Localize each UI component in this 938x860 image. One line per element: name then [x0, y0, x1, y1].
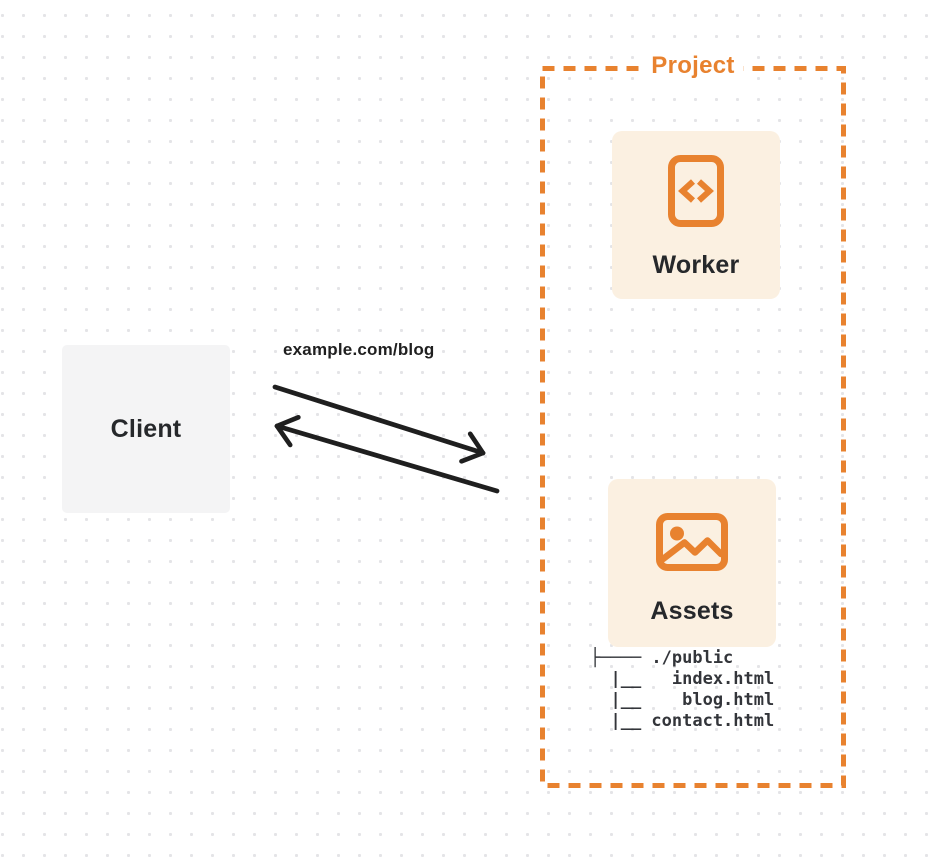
file-tree-line: |__ index.html	[590, 669, 775, 689]
file-tree-line: |__ contact.html	[590, 711, 775, 731]
file-tree: ├──── ./public |__ index.html |__ blog.h…	[590, 648, 774, 732]
request-url-label: example.com/blog	[283, 340, 435, 359]
worker-card: Worker	[612, 131, 780, 299]
code-brackets-icon	[668, 155, 724, 227]
request-arrow	[272, 384, 486, 464]
assets-card: Assets	[608, 479, 776, 647]
file-tree-line: |__ blog.html	[590, 690, 775, 710]
image-icon	[656, 513, 728, 571]
project-label: Project	[642, 51, 744, 80]
worker-label: Worker	[652, 251, 740, 279]
client-box: Client	[62, 345, 230, 513]
file-tree-line: ├──── ./public	[590, 648, 734, 668]
response-arrow	[274, 414, 500, 494]
assets-label: Assets	[650, 597, 734, 625]
client-label: Client	[110, 414, 182, 443]
